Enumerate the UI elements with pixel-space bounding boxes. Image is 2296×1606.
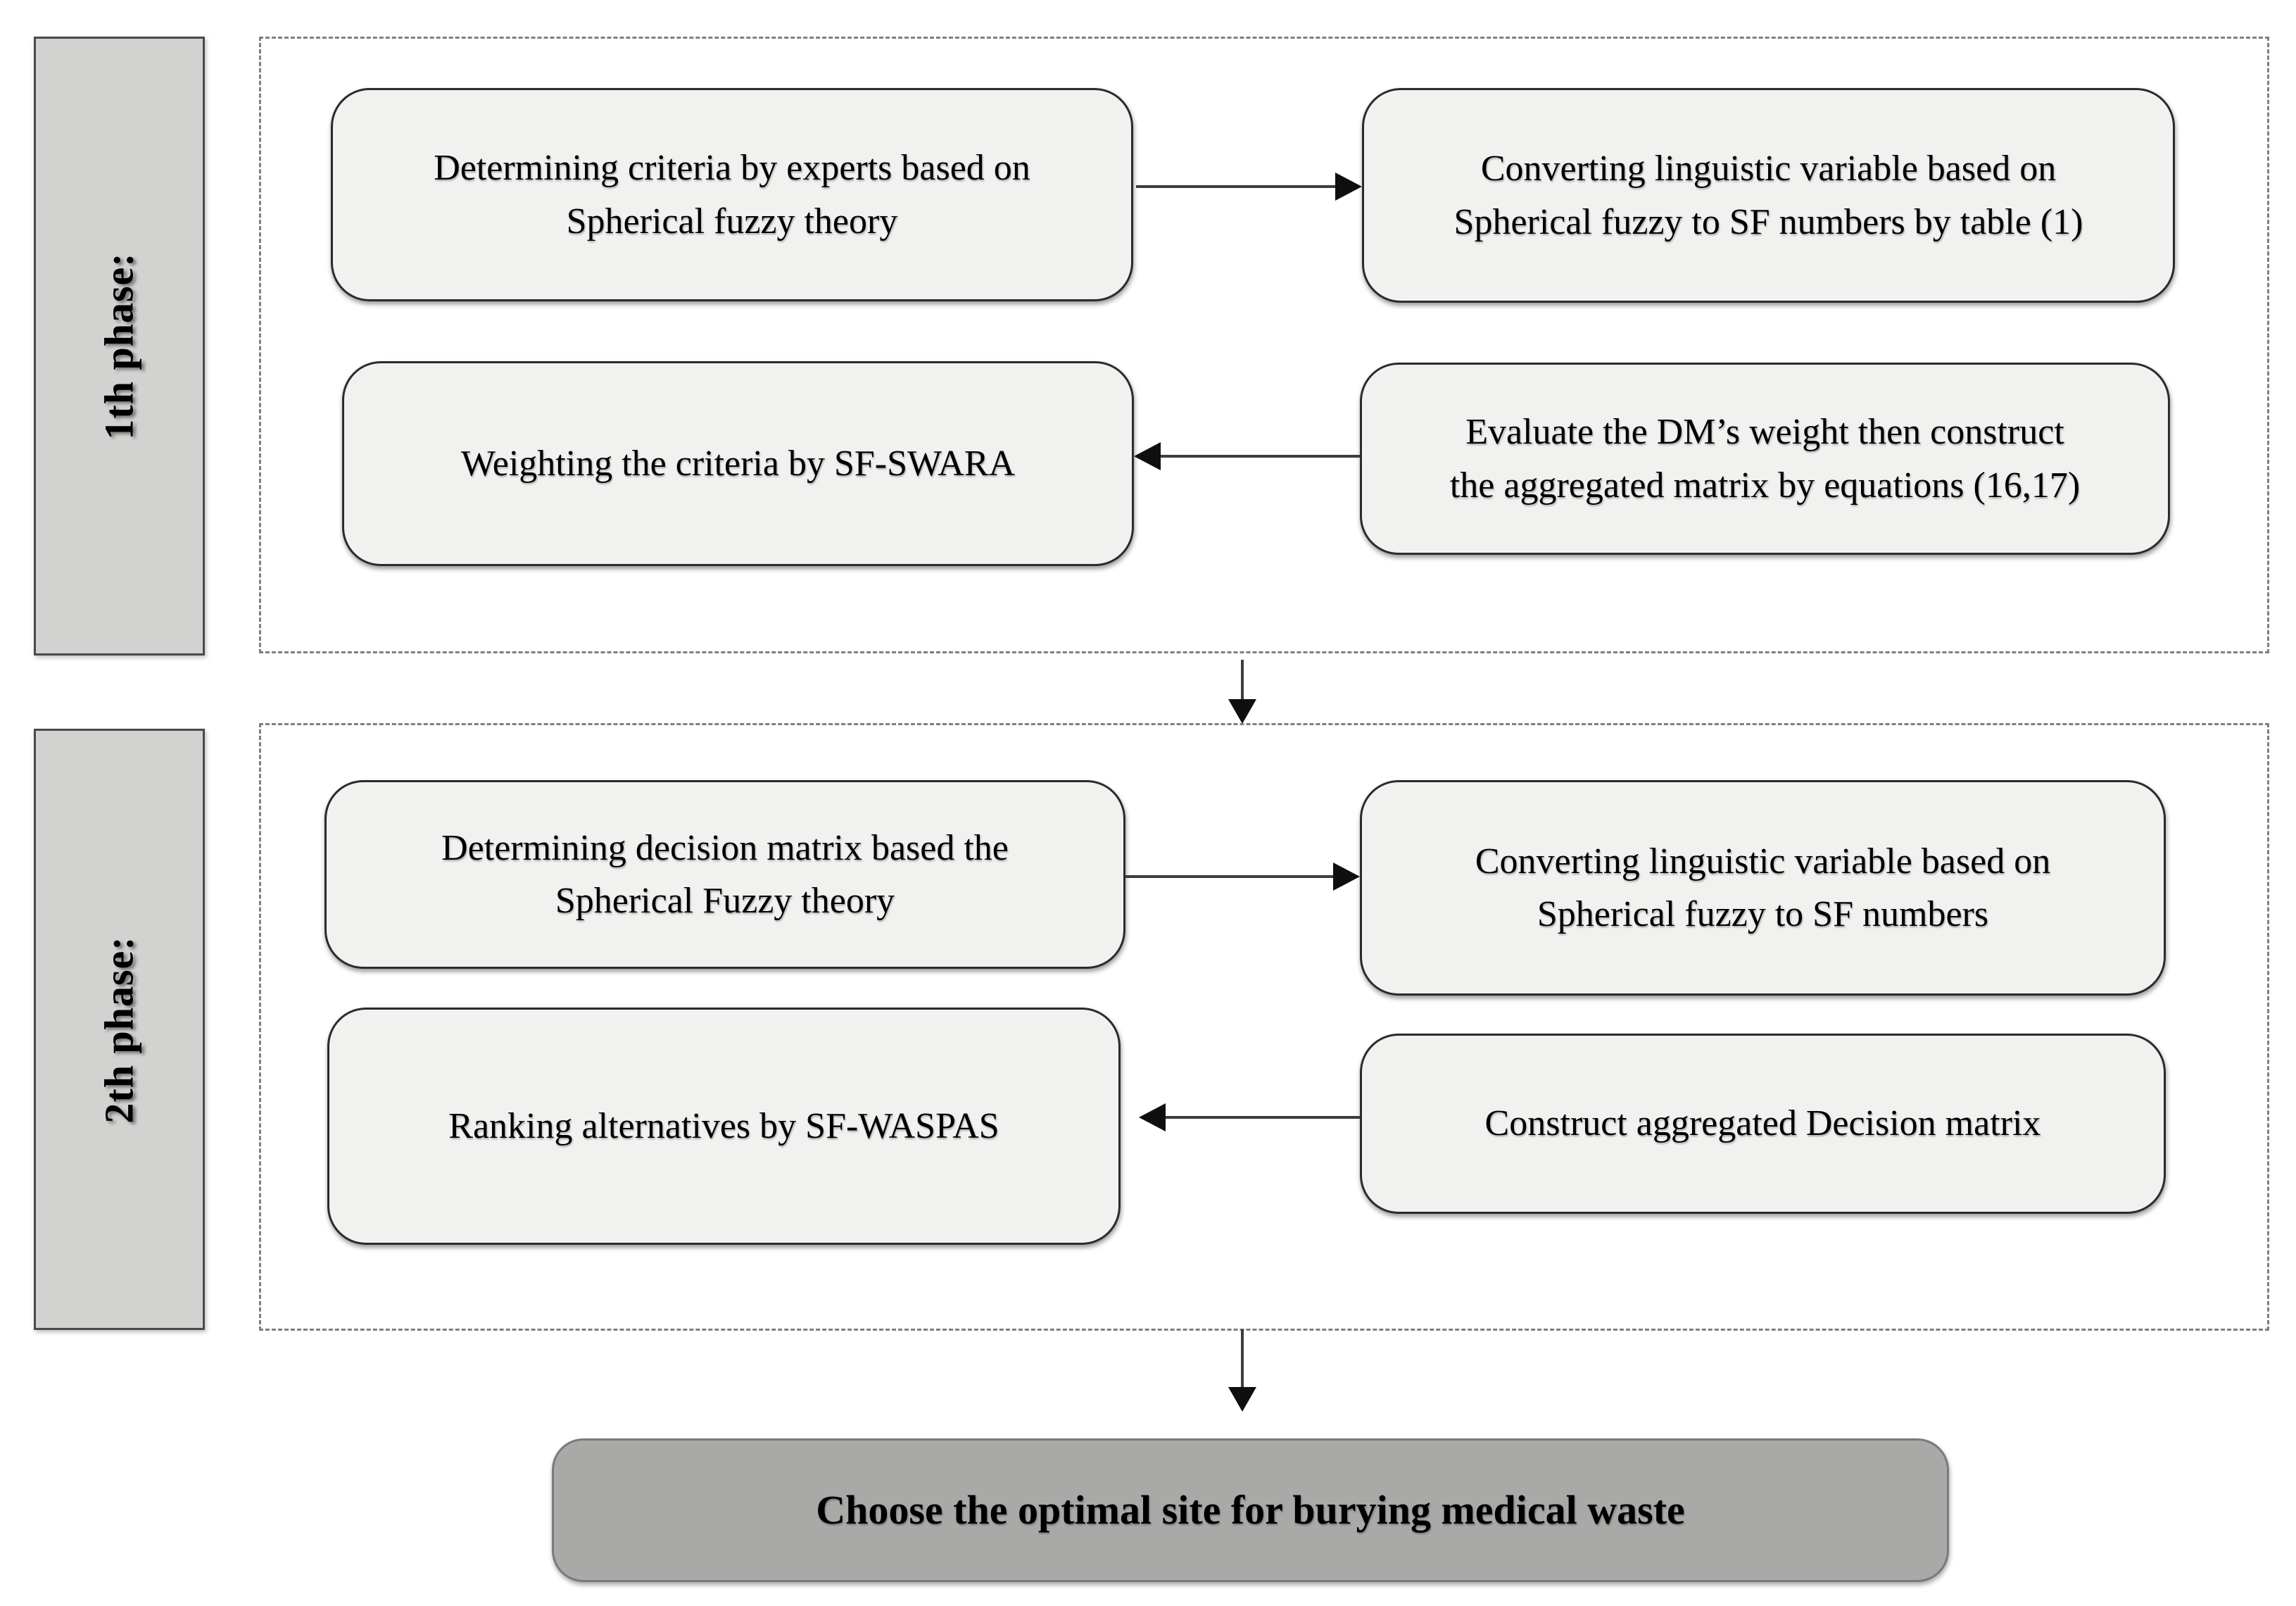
phase-1-dashed-container [259,37,2269,653]
phase-2-dashed-container [259,723,2269,1331]
box-evaluate-dm-weight-text: Evaluate the DM’s weight then construct … [1449,412,2081,506]
box-weighting-criteria-sf-swara-text: Weighting the criteria by SF-SWARA [460,443,1016,484]
phase-2-label: 2th phase: [96,935,142,1124]
box-determining-criteria: Determining criteria by experts based on… [331,88,1133,301]
box-final-choose-optimal-site-text: Choose the optimal site for burying medi… [816,1486,1685,1533]
arrow-left-phase1-icon [1134,442,1360,470]
box-determining-decision-matrix-text: Determining decision matrix based the Sp… [441,827,1009,921]
box-construct-aggregated-matrix: Construct aggregated Decision matrix [1360,1034,2166,1214]
box-determining-decision-matrix: Determining decision matrix based the Sp… [324,780,1125,969]
box-final-choose-optimal-site: Choose the optimal site for burying medi… [552,1438,1949,1582]
phase-2-bar: 2th phase: [34,729,205,1330]
box-weighting-criteria-sf-swara: Weighting the criteria by SF-SWARA [342,361,1134,566]
box-evaluate-dm-weight: Evaluate the DM’s weight then construct … [1360,363,2170,555]
phase-1-bar: 1th phase: [34,37,205,655]
phase-1-label: 1th phase: [96,252,142,440]
box-ranking-alternatives-sf-waspas: Ranking alternatives by SF-WASPAS [327,1008,1121,1245]
box-converting-linguistic-table1-text: Converting linguistic variable based on … [1453,149,2083,242]
box-determining-criteria-text: Determining criteria by experts based on… [434,148,1030,241]
box-construct-aggregated-matrix-text: Construct aggregated Decision matrix [1484,1103,2041,1144]
box-converting-linguistic-sf-numbers-text: Converting linguistic variable based on … [1475,841,2051,934]
box-ranking-alternatives-sf-waspas-text: Ranking alternatives by SF-WASPAS [448,1105,999,1146]
box-converting-linguistic-sf-numbers: Converting linguistic variable based on … [1360,780,2166,996]
arrow-down-phase1-to-phase2-icon [1228,660,1256,724]
arrow-right-phase2-icon [1125,862,1360,891]
arrow-down-phase2-to-final-icon [1228,1329,1256,1412]
box-converting-linguistic-table1: Converting linguistic variable based on … [1362,88,2175,303]
arrow-left-phase2-icon [1139,1103,1360,1131]
arrow-right-phase1-icon [1136,172,1362,201]
